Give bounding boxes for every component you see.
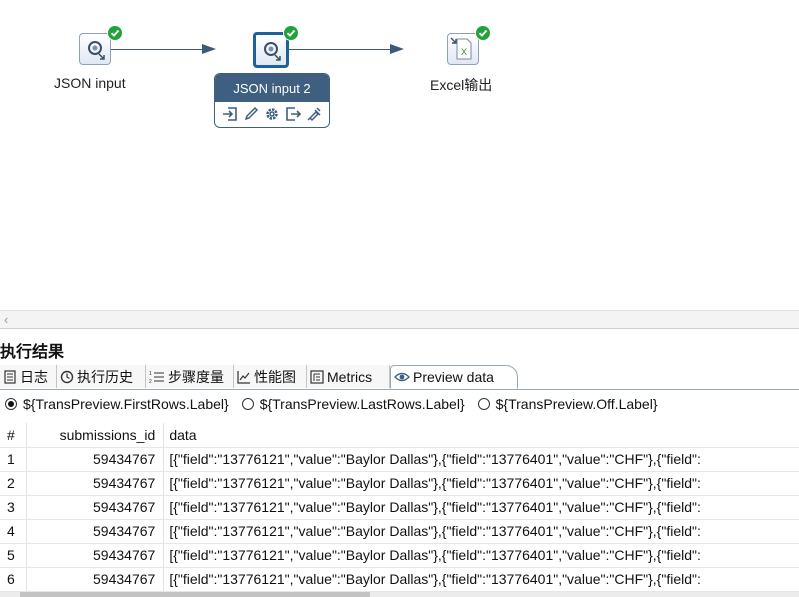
radio-label: ${TransPreview.FirstRows.Label} [23,396,229,412]
cell-submissions-id: 59434767 [26,567,165,592]
column-header-data[interactable]: data [163,423,799,448]
tab-performance-chart[interactable]: 性能图 [234,365,307,388]
step-json-input-2[interactable] [253,32,289,68]
tab-preview-data[interactable]: Preview data [390,365,518,389]
popup-title: JSON input 2 [215,74,329,102]
success-check-icon [107,25,123,41]
cell-row-number: 5 [0,543,27,568]
tab-label: 执行历史 [77,368,133,385]
radio-off[interactable]: ${TransPreview.Off.Label} [473,396,658,412]
preview-data-table[interactable]: # submissions_id data 1 59434767 [{"fiel… [0,423,799,597]
radio-last-rows[interactable]: ${TransPreview.LastRows.Label} [237,396,465,412]
tab-label: 性能图 [254,368,296,385]
tab-label: Metrics [327,368,373,385]
canvas-scrollbar[interactable]: ‹ [0,310,799,329]
scrollbar-thumb[interactable] [20,592,370,597]
cell-submissions-id: 59434767 [26,471,165,496]
tab-history[interactable]: 执行历史 [57,365,146,388]
cell-submissions-id: 59434767 [26,495,165,520]
tab-metrics[interactable]: Metrics [307,365,390,388]
radio-indicator[interactable] [477,398,490,410]
input-icon[interactable] [221,105,239,123]
step-json-input[interactable] [79,33,111,65]
step-excel-output[interactable]: X [447,33,479,65]
radio-indicator[interactable] [241,398,254,410]
tab-label: 日志 [20,368,48,385]
cell-data: [{"field":"13776121","value":"Baylor Dal… [163,519,799,544]
table-horizontal-scrollbar[interactable] [0,592,799,597]
cell-row-number: 2 [0,471,27,496]
scroll-left-icon[interactable]: ‹ [4,312,9,327]
json-input-icon [88,41,105,60]
eye-icon [394,372,410,382]
table-row[interactable]: 4 59434767 [{"field":"13776121","value":… [0,519,799,544]
svg-text:X: X [461,47,467,57]
tab-label: Preview data [413,369,494,385]
tab-label: 步骤度量 [168,368,224,385]
cell-row-number: 6 [0,567,27,592]
success-check-icon [283,25,299,41]
table-row[interactable]: 1 59434767 [{"field":"13776121","value":… [0,447,799,472]
hop-arrow-2 [390,44,404,54]
radio-label: ${TransPreview.LastRows.Label} [259,396,465,412]
svg-text:1: 1 [149,371,152,377]
metrics-icon [310,369,324,384]
svg-text:2: 2 [149,379,152,384]
transformation-canvas[interactable]: JSON input JSON input 2 [0,0,799,310]
results-title: 执行结果 [0,344,65,361]
cell-data: [{"field":"13776121","value":"Baylor Dal… [163,447,799,472]
inject-icon[interactable] [305,105,323,123]
radio-first-rows[interactable]: ${TransPreview.FirstRows.Label} [0,396,229,412]
column-header-row-number[interactable]: # [0,423,27,448]
cell-data: [{"field":"13776121","value":"Baylor Dal… [163,567,799,592]
table-row[interactable]: 3 59434767 [{"field":"13776121","value":… [0,495,799,520]
radio-indicator[interactable] [5,398,17,410]
hop-line-1[interactable] [111,49,211,50]
table-header-row: # submissions_id data [0,423,799,448]
excel-output-icon: X [450,37,472,60]
log-icon [4,369,16,384]
success-check-icon [475,25,491,41]
step-label-excel-output: Excel输出 [430,77,493,93]
cell-submissions-id: 59434767 [26,519,165,544]
cell-submissions-id: 59434767 [26,447,165,472]
radio-label: ${TransPreview.Off.Label} [495,396,658,412]
preview-mode-options: ${TransPreview.FirstRows.Label} ${TransP… [0,392,666,416]
table-row[interactable]: 5 59434767 [{"field":"13776121","value":… [0,543,799,568]
table-row[interactable]: 2 59434767 [{"field":"13776121","value":… [0,471,799,496]
hop-arrow-1 [202,44,216,54]
history-icon [60,370,74,383]
cell-submissions-id: 59434767 [26,543,165,568]
edit-icon[interactable] [242,105,260,123]
cell-data: [{"field":"13776121","value":"Baylor Dal… [163,543,799,568]
hop-line-2[interactable] [289,49,401,50]
tab-log[interactable]: 日志 [0,365,57,388]
cell-row-number: 3 [0,495,27,520]
cell-data: [{"field":"13776121","value":"Baylor Dal… [163,471,799,496]
popup-toolbar [215,102,329,123]
cell-data: [{"field":"13776121","value":"Baylor Dal… [163,495,799,520]
json-input-icon [264,42,281,61]
gear-icon[interactable] [263,105,281,123]
table-row[interactable]: 6 59434767 [{"field":"13776121","value":… [0,567,799,592]
output-icon[interactable] [284,105,302,123]
column-header-submissions-id[interactable]: submissions_id [26,423,165,448]
step-metrics-icon: 12 [149,371,164,384]
step-popup: JSON input 2 [214,73,330,128]
performance-chart-icon [237,370,250,384]
cell-row-number: 1 [0,447,27,472]
step-label-json-input: JSON input [54,75,126,91]
cell-row-number: 4 [0,519,27,544]
